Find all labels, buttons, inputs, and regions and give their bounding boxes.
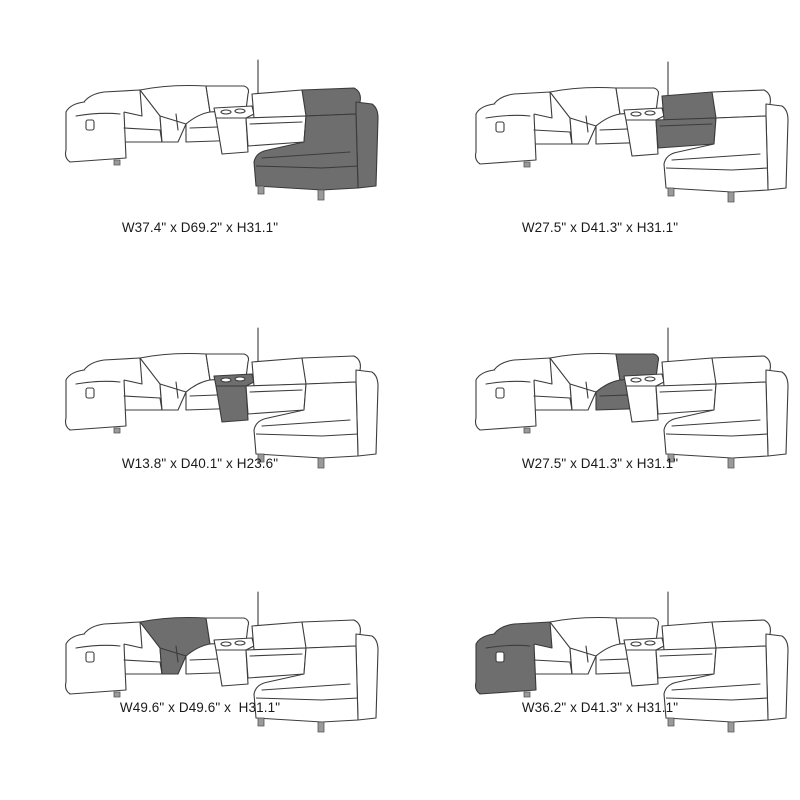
cup-holder-icon	[644, 110, 656, 116]
chaise	[253, 619, 379, 733]
sectional-sofa-drawing	[474, 61, 789, 203]
armless-seat-right	[655, 621, 719, 679]
corner-wedge	[139, 84, 211, 143]
sectional-sofa-drawing	[474, 591, 789, 733]
chaise	[663, 89, 789, 203]
console	[623, 61, 669, 157]
console	[213, 591, 259, 687]
power-button-icon	[495, 651, 505, 663]
power-recliner-arm	[474, 357, 573, 434]
power-button-icon	[495, 387, 505, 399]
sectional-panel-6: W36.2" x D41.3" x H31.1"	[400, 532, 800, 798]
sectional-sofa-drawing	[64, 327, 379, 469]
chaise	[253, 355, 379, 469]
cup-holder-icon	[630, 111, 642, 117]
power-button-icon	[85, 387, 95, 399]
sectional-sofa-drawing	[474, 327, 789, 469]
power-recliner-arm	[64, 357, 163, 434]
dimension-caption: W37.4" x D69.2" x H31.1"	[121, 220, 279, 235]
sectional-panel-2: W27.5" x D41.3" x H31.1"	[400, 0, 800, 266]
power-recliner-arm	[64, 621, 163, 698]
armless-seat-right	[245, 621, 309, 679]
chaise	[663, 619, 789, 733]
dimension-caption: W27.5" x D41.3" x H31.1"	[521, 220, 679, 235]
sectional-panel-3: W13.8" x D40.1" x H23.6"	[0, 266, 400, 532]
cup-holder-icon	[644, 376, 656, 382]
cup-holder-icon	[630, 641, 642, 647]
cup-holder-icon	[234, 376, 246, 382]
cup-holder-icon	[220, 377, 232, 383]
sectional-sofa-drawing	[64, 59, 379, 201]
cup-holder-icon	[220, 641, 232, 647]
armless-seat-right	[245, 89, 309, 147]
cup-holder-icon	[234, 108, 246, 114]
armless-seat-right	[245, 357, 309, 415]
corner-wedge	[549, 616, 621, 675]
dimension-caption: W49.6" x D49.6" x H31.1"	[119, 700, 281, 715]
armless-seat-right	[655, 357, 719, 415]
chaise	[253, 87, 379, 201]
power-button-icon	[85, 119, 95, 131]
console	[213, 59, 259, 155]
dimension-caption: W27.5" x D41.3" x H31.1"	[521, 456, 679, 471]
console	[623, 327, 669, 423]
armless-seat-right	[655, 91, 719, 149]
power-recliner-arm	[474, 621, 573, 698]
dimension-caption: W13.8" x D40.1" x H23.6"	[121, 456, 279, 471]
console	[623, 591, 669, 687]
sectional-sofa-drawing	[64, 591, 379, 733]
cup-holder-icon	[630, 377, 642, 383]
corner-wedge	[139, 352, 211, 411]
corner-wedge	[549, 86, 621, 145]
sectional-panel-5: W49.6" x D49.6" x H31.1"	[0, 532, 400, 798]
sectional-panel-4: W27.5" x D41.3" x H31.1"	[400, 266, 800, 532]
chaise	[663, 355, 789, 469]
power-recliner-arm	[64, 89, 163, 166]
corner-wedge	[139, 616, 211, 675]
power-button-icon	[495, 121, 505, 133]
cup-holder-icon	[644, 640, 656, 646]
cup-holder-icon	[220, 109, 232, 115]
power-recliner-arm	[474, 91, 573, 168]
dimension-caption: W36.2" x D41.3" x H31.1"	[521, 700, 679, 715]
cup-holder-icon	[234, 640, 246, 646]
sectional-panel-1: W37.4" x D69.2" x H31.1"	[0, 0, 400, 266]
power-button-icon	[85, 651, 95, 663]
